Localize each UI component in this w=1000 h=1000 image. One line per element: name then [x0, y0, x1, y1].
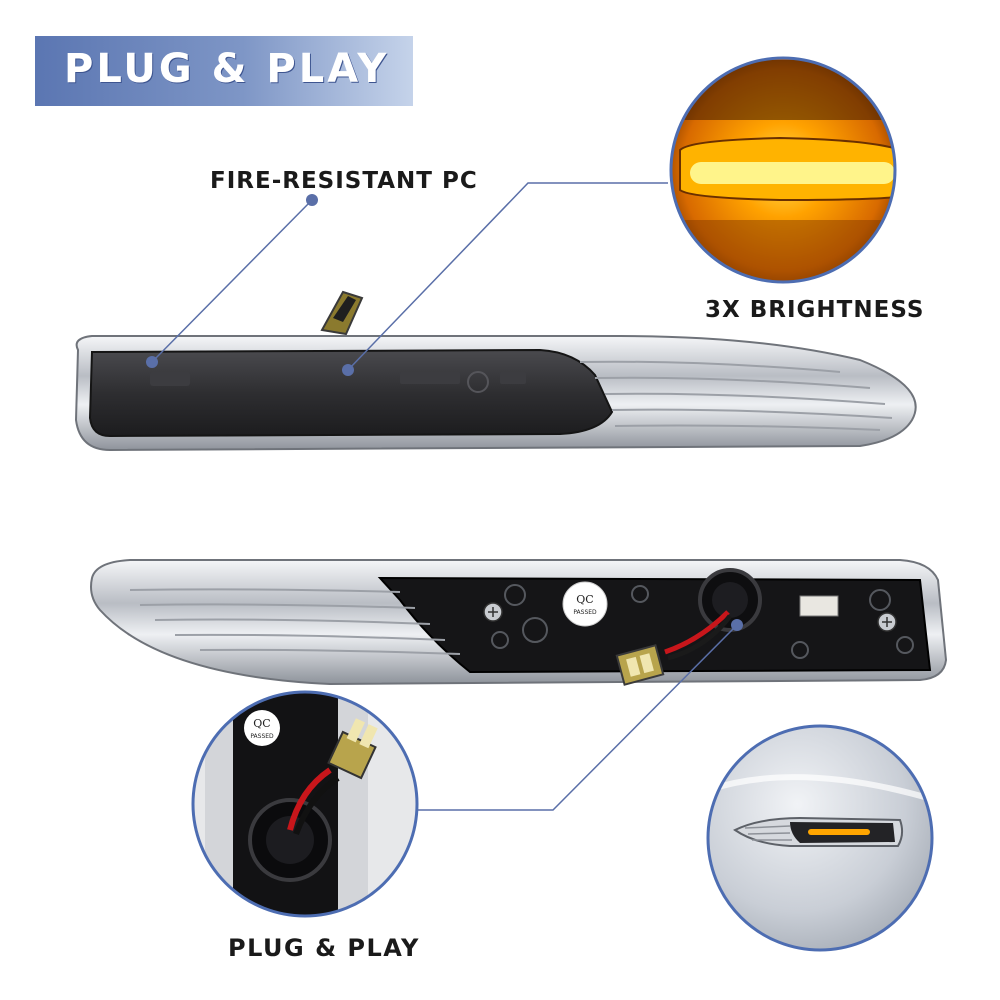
- qc-sticker-label-inset: QC: [253, 717, 270, 730]
- brightness-inset: [669, 56, 897, 284]
- title-banner: [35, 36, 413, 106]
- callout-dot: [306, 194, 318, 206]
- plug-play-label: PLUG & PLAY: [228, 934, 420, 962]
- top-side-marker: [74, 290, 917, 452]
- car-installed-inset: [706, 724, 934, 952]
- fire-resistant-label: FIRE-RESISTANT PC: [210, 168, 478, 194]
- qc-sticker-passed-inset: PASSED: [250, 733, 274, 740]
- qc-sticker-passed: PASSED: [573, 609, 597, 616]
- callout-dot: [342, 364, 354, 376]
- qc-sticker-label: QC: [576, 593, 593, 606]
- leader-lines: [151, 182, 738, 811]
- callout-dot: [731, 619, 743, 631]
- banner-title: PLUG & PLAY: [64, 46, 390, 92]
- bottom-side-marker: [90, 559, 948, 686]
- callout-dot: [146, 356, 158, 368]
- brightness-label: 3X BRIGHTNESS: [705, 297, 925, 323]
- plug-closeup-inset: [191, 690, 419, 918]
